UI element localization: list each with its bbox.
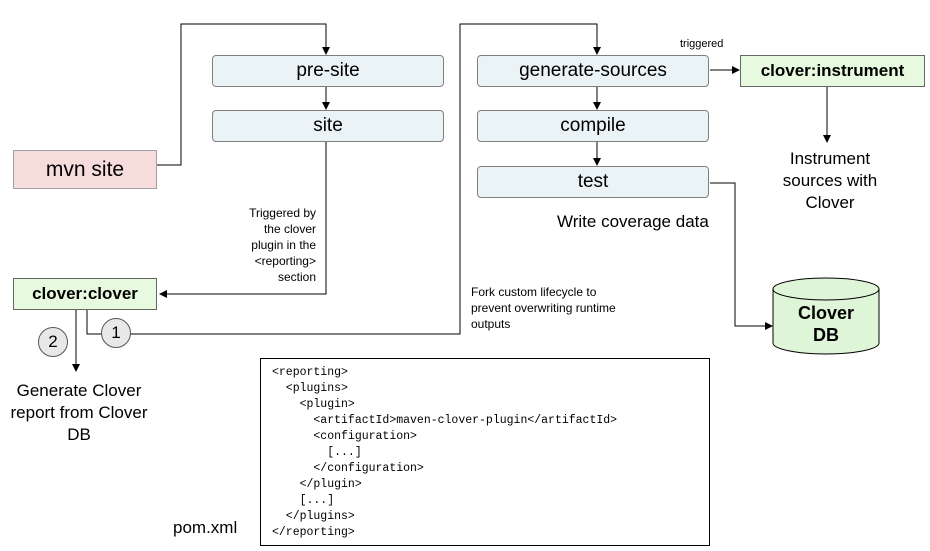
clover-instrument-goal: clover:instrument [740,55,925,87]
triggered-by-note: Triggered by the clover plugin in the <r… [216,205,316,285]
pre-site-phase: pre-site [212,55,444,87]
site-phase: site [212,110,444,142]
pom-xml-caption: pom.xml [173,518,238,537]
pom-xml-snippet: <reporting> <plugins> <plugin> <artifact… [260,358,710,546]
clover-db-cylinder [772,277,880,355]
generate-report-note: Generate Clover report from Clover DB [0,380,158,446]
triggered-by-line: Triggered by [249,206,316,220]
arrow-mvn-site-to-pre-site [157,23,330,166]
triggered-by-line: plugin in the [251,238,316,252]
fork-line: prevent overwriting runtime [471,301,616,315]
generate-report-line: DB [67,425,91,444]
write-coverage-note: Write coverage data [557,212,709,231]
triggered-by-line: <reporting> [254,254,316,268]
generate-report-line: report from Clover [10,403,148,422]
clover-db-label: Clover DB [773,302,879,346]
generate-sources-phase: generate-sources [477,55,709,87]
db-label-line: Clover [797,303,855,323]
db-label-line: DB [813,325,839,345]
fork-line: outputs [471,317,511,331]
mvn-site-box: mvn site [13,150,157,189]
instrument-line: Instrument [789,149,871,168]
instrument-note: Instrument sources with Clover [760,148,900,214]
fork-note: Fork custom lifecycle to prevent overwri… [471,284,616,332]
step-1-circle: 1 [101,318,131,348]
arrow-test-to-db [710,182,773,330]
instrument-line: Clover [805,193,855,212]
step-2-circle: 2 [38,327,68,357]
triggered-by-line: section [277,270,316,284]
pom-xml-code: <reporting> <plugins> <plugin> <artifact… [272,366,618,539]
compile-phase: compile [477,110,709,142]
arrow-fork-to-generate-sources [86,23,601,335]
fork-line: Fork custom lifecycle to [471,285,597,299]
arrow-site-to-clover-clover [159,142,327,298]
test-phase: test [477,166,709,198]
clover-clover-goal: clover:clover [13,278,157,310]
triggered-by-line: the clover [263,222,316,236]
instrument-line: sources with [782,171,878,190]
triggered-label: triggered [680,38,724,50]
generate-report-line: Generate Clover [16,381,142,400]
